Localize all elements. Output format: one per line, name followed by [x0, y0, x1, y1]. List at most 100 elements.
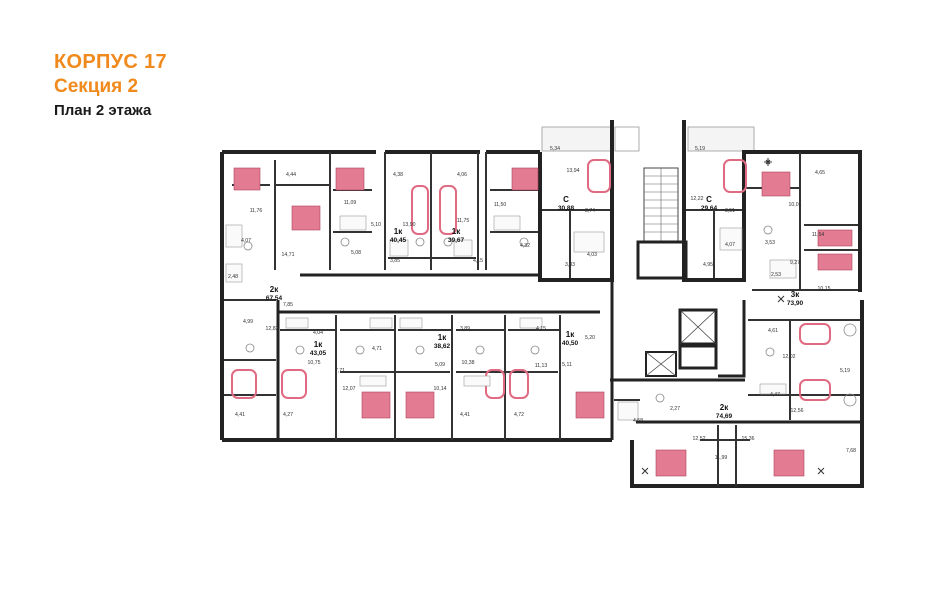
svg-text:3,53: 3,53	[765, 240, 775, 246]
svg-text:4,03: 4,03	[587, 252, 597, 258]
svg-text:4,04: 4,04	[313, 330, 323, 336]
svg-text:4,58: 4,58	[633, 418, 643, 424]
svg-text:5,20: 5,20	[585, 335, 595, 341]
svg-text:11,09: 11,09	[344, 200, 357, 206]
svg-text:12,07: 12,07	[343, 386, 356, 392]
floor-plan-title: План 2 этажа	[54, 102, 152, 119]
svg-text:11,13: 11,13	[535, 363, 548, 369]
svg-text:3,51: 3,51	[725, 208, 735, 214]
svg-text:4,07: 4,07	[241, 238, 251, 244]
svg-text:4,71: 4,71	[372, 346, 382, 352]
svg-text:39,67: 39,67	[448, 237, 465, 244]
svg-text:2,27: 2,27	[670, 406, 680, 412]
svg-text:4,95: 4,95	[703, 262, 713, 268]
svg-text:12,83: 12,83	[266, 326, 279, 332]
dining-sets	[243, 225, 857, 407]
stairwell	[636, 167, 688, 280]
svg-text:1к: 1к	[394, 227, 403, 236]
svg-text:1к: 1к	[452, 227, 461, 236]
svg-text:2к: 2к	[270, 285, 279, 294]
svg-text:5,09: 5,09	[435, 362, 445, 368]
exterior-walls	[220, 120, 864, 488]
svg-text:4,72: 4,72	[514, 412, 524, 418]
svg-text:4,41: 4,41	[460, 412, 470, 418]
svg-text:5,19: 5,19	[695, 146, 705, 152]
svg-text:5,11: 5,11	[562, 362, 572, 368]
svg-text:73,90: 73,90	[787, 300, 804, 307]
svg-text:11,50: 11,50	[494, 202, 507, 208]
svg-text:4,99: 4,99	[243, 319, 253, 325]
svg-text:13,90: 13,90	[403, 222, 416, 228]
svg-text:4,27: 4,27	[283, 412, 293, 418]
svg-text:12,52: 12,52	[693, 436, 706, 442]
svg-text:67,54: 67,54	[266, 295, 283, 302]
elevator-marks	[645, 309, 717, 377]
svg-text:5,08: 5,08	[351, 250, 361, 256]
svg-text:30,88: 30,88	[558, 205, 575, 212]
sofas	[231, 159, 831, 401]
svg-text:3к: 3к	[791, 290, 800, 299]
svg-text:4,15: 4,15	[536, 326, 546, 332]
plant-icons	[641, 158, 825, 475]
elevator-core	[645, 308, 718, 377]
svg-text:15,36: 15,36	[742, 436, 755, 442]
svg-text:С: С	[563, 195, 569, 204]
svg-text:4,06: 4,06	[457, 172, 467, 178]
svg-text:1к: 1к	[438, 333, 447, 342]
svg-text:1к: 1к	[566, 330, 575, 339]
svg-text:4,47: 4,47	[770, 392, 780, 398]
balconies	[541, 126, 755, 152]
svg-text:29,64: 29,64	[701, 205, 718, 212]
bathrooms	[225, 215, 797, 421]
svg-text:38,62: 38,62	[434, 343, 451, 350]
svg-text:2к: 2к	[720, 403, 729, 412]
svg-text:10,15: 10,15	[818, 286, 831, 292]
building-title: КОРПУС 17	[54, 51, 167, 73]
svg-text:40,45: 40,45	[390, 237, 407, 244]
svg-text:11,99: 11,99	[715, 455, 728, 461]
svg-text:3,74: 3,74	[585, 208, 595, 214]
svg-text:10,01: 10,01	[789, 202, 802, 208]
svg-text:4,32: 4,32	[520, 243, 530, 249]
svg-text:5,19: 5,19	[840, 368, 850, 374]
svg-text:4,41: 4,41	[235, 412, 245, 418]
svg-text:43,05: 43,05	[310, 350, 327, 357]
svg-text:7,71: 7,71	[335, 368, 345, 374]
svg-text:13,94: 13,94	[567, 168, 580, 174]
svg-text:4,61: 4,61	[768, 328, 778, 334]
svg-text:7,85: 7,85	[283, 302, 293, 308]
svg-text:11,76: 11,76	[250, 208, 263, 214]
title-block: КОРПУС 17 Секция 2 План 2 этажа	[54, 50, 167, 122]
svg-text:4,07: 4,07	[725, 242, 735, 248]
svg-text:3,83: 3,83	[565, 262, 575, 268]
svg-text:9,27: 9,27	[790, 260, 800, 266]
svg-text:11,75: 11,75	[457, 218, 470, 224]
svg-text:5,34: 5,34	[550, 146, 560, 152]
partition-walls	[224, 152, 860, 486]
svg-text:4,65: 4,65	[815, 170, 825, 176]
svg-text:10,75: 10,75	[308, 360, 321, 366]
svg-text:С: С	[706, 195, 712, 204]
svg-text:3,89: 3,89	[460, 326, 470, 332]
svg-text:7,68: 7,68	[846, 448, 856, 454]
svg-text:3,85: 3,85	[390, 258, 400, 264]
beds	[233, 167, 853, 477]
svg-text:4,38: 4,38	[393, 172, 403, 178]
svg-text:10,14: 10,14	[434, 386, 447, 392]
svg-text:10,38: 10,38	[462, 360, 475, 366]
svg-text:5,10: 5,10	[371, 222, 381, 228]
svg-text:74,69: 74,69	[716, 413, 733, 420]
apartment-a4: С30,88	[558, 195, 575, 212]
svg-text:40,50: 40,50	[562, 340, 579, 347]
apartment-a5: С29,64	[701, 195, 718, 212]
svg-text:4,15: 4,15	[473, 258, 483, 264]
